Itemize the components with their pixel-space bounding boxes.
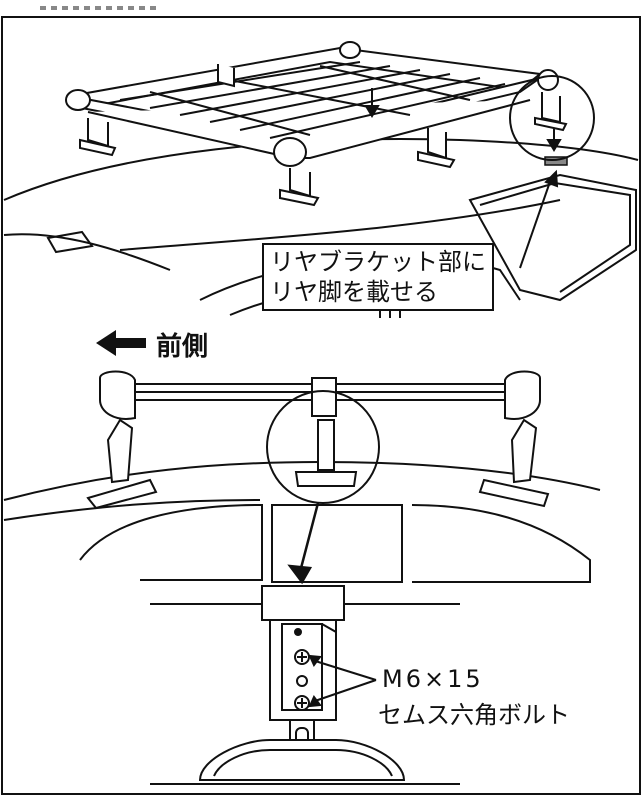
rack-leg-foot	[279, 188, 320, 207]
callout-line-1: リヤブラケット部に	[270, 248, 486, 276]
rack-end-cap	[65, 89, 91, 111]
closeup-foot	[198, 739, 406, 781]
bracket-hole	[296, 675, 308, 687]
rear-window-inner	[479, 181, 631, 293]
side-view-scene	[3, 370, 601, 583]
page-frame	[1, 16, 641, 795]
bolt-leader-head	[308, 695, 322, 708]
down-arrow-head	[364, 105, 380, 118]
front-arrow-shaft	[112, 338, 146, 348]
rear-bracket-callout: リヤブラケット部に リヤ脚を載せる	[262, 243, 494, 311]
side-foot-right	[478, 478, 550, 508]
rear-leg-foot	[534, 116, 568, 132]
rack-leg-foot	[79, 138, 117, 157]
bracket-closeup	[150, 585, 460, 785]
front-direction-arrow	[96, 330, 146, 356]
rack-end-cap	[273, 137, 307, 167]
bracket-side	[321, 623, 337, 720]
rack-cross	[149, 91, 311, 136]
rack-leg	[289, 168, 311, 198]
rack-leg	[217, 64, 235, 88]
bolt-upper	[294, 649, 310, 665]
side-leg-left	[106, 418, 134, 484]
zoom-arrow-head	[287, 564, 313, 585]
bracket-inner-plate	[281, 623, 323, 711]
bolt-size-label: M6×15	[382, 665, 484, 693]
roof-line-lower	[3, 499, 261, 521]
rear-window-side	[411, 504, 591, 583]
leader-arrowhead	[544, 169, 559, 188]
bolt-lower	[294, 695, 310, 711]
side-leg-center	[317, 419, 335, 471]
roof-antenna	[46, 230, 94, 254]
rack-slat	[239, 77, 481, 131]
bolt-leader	[311, 679, 377, 703]
closeup-clamp	[261, 585, 345, 621]
rack-end-cap	[537, 69, 559, 91]
rear-window	[468, 173, 637, 302]
bolt-leader	[311, 659, 377, 681]
front-window	[79, 503, 263, 581]
rack-cross	[229, 79, 411, 116]
center-clamp	[311, 377, 337, 417]
rack-leg	[87, 118, 109, 148]
crossbar-end-right	[504, 370, 541, 420]
crossbar-end-left	[99, 370, 136, 420]
rack-leg-foot	[417, 150, 456, 169]
side-foot-left	[86, 478, 158, 510]
rack-slat	[209, 73, 451, 123]
center-leg-detail-circle	[266, 390, 380, 504]
front-arrow-head	[96, 330, 116, 356]
rear-leg	[541, 92, 561, 124]
pivot-pin	[294, 628, 302, 636]
front-side-label: 前側	[156, 332, 209, 362]
leader-line	[519, 175, 553, 269]
bolt-name-label: セムス六角ボルト	[378, 701, 570, 729]
zoom-arrow	[287, 502, 320, 585]
rear-bracket-detail-circle	[509, 75, 595, 161]
side-foot-center	[294, 471, 358, 487]
roof-rack	[65, 41, 568, 207]
rack-cross	[319, 65, 471, 101]
closeup-foot-inner	[213, 749, 393, 777]
roof-crease	[119, 199, 561, 251]
middle-window	[271, 504, 403, 583]
placement-arrows	[364, 88, 562, 152]
rear-bracket-marker	[544, 156, 568, 166]
side-leg-right	[510, 418, 538, 484]
rack-leg	[427, 128, 447, 160]
bolt-leaders	[308, 654, 377, 708]
rack-slat	[179, 69, 421, 116]
down-arrow-head	[546, 139, 562, 152]
callout-leaders	[519, 169, 559, 269]
zoom-arrow-line	[298, 502, 320, 573]
rack-end-cap	[339, 41, 361, 59]
bolt-leader-head	[308, 654, 322, 667]
callout-line-2: リヤ脚を載せる	[270, 278, 438, 306]
